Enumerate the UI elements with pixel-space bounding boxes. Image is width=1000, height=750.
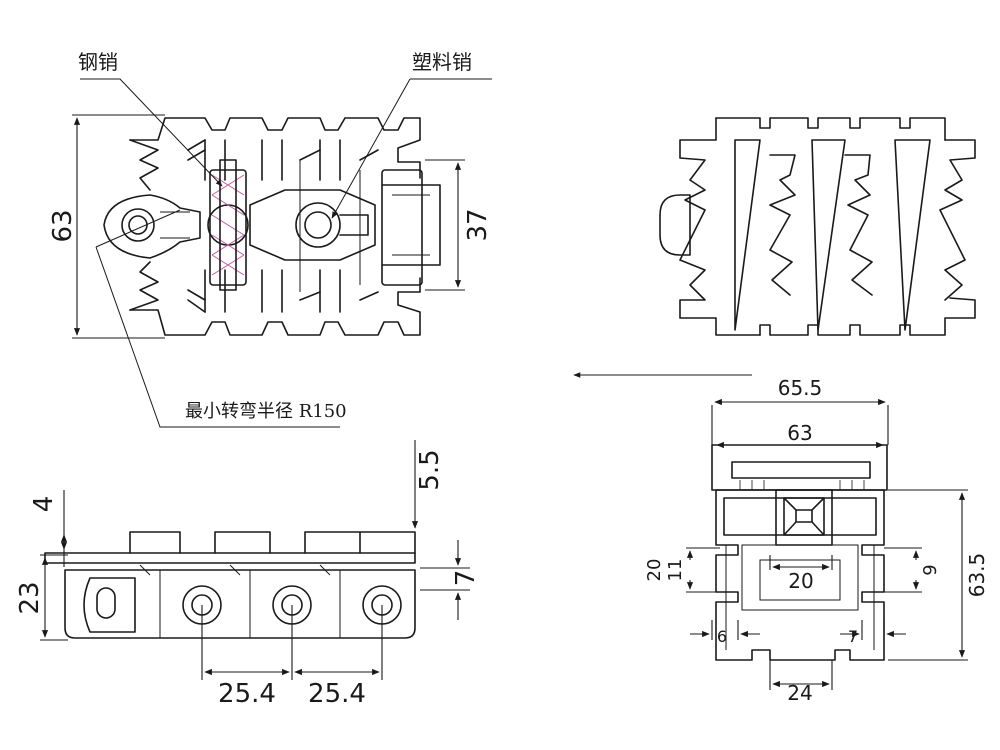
callout-leaders xyxy=(80,78,492,428)
dim-side-plate: 4 xyxy=(29,496,59,513)
dim-side-height: 23 xyxy=(15,581,45,614)
dim-sec-w24: 24 xyxy=(787,681,812,705)
dim-top-height: 63 xyxy=(48,209,78,242)
dim-sec-width-inner: 63 xyxy=(787,421,812,445)
dim-pitch-2: 25.4 xyxy=(308,679,366,709)
end-link xyxy=(103,194,201,259)
plastic-pin-body xyxy=(249,160,441,292)
cross-section xyxy=(686,398,968,690)
side-view xyxy=(40,440,470,680)
dim-sec-width-outer: 65.5 xyxy=(778,376,823,400)
dim-sec-w7: 7 xyxy=(848,627,858,646)
dim-sec-slot: 20 xyxy=(788,569,813,593)
dim-sec-h11: 11 xyxy=(665,559,686,582)
dim-sec-w6: 6 xyxy=(717,627,727,646)
steel-pin-label: 钢销 xyxy=(78,50,118,74)
dim-sec-h9: 9 xyxy=(920,564,941,575)
top-dim-63 xyxy=(72,114,165,339)
steel-pin-body xyxy=(207,159,249,291)
iso-view xyxy=(659,117,976,336)
dim-side-top: 5.5 xyxy=(415,449,445,490)
plastic-pin-label: 塑料销 xyxy=(412,50,472,74)
top-dim-37 xyxy=(425,159,465,291)
dim-sec-h20: 20 xyxy=(644,559,665,582)
top-view-plates xyxy=(129,117,421,336)
dim-top-pin-span: 37 xyxy=(463,208,493,241)
top-view xyxy=(72,78,492,428)
dim-side-link: 7 xyxy=(451,570,481,587)
dim-sec-height: 63.5 xyxy=(965,553,989,598)
dim-pitch-1: 25.4 xyxy=(218,679,276,709)
min-turn-radius-label: 最小转弯半径 R150 xyxy=(185,401,347,422)
